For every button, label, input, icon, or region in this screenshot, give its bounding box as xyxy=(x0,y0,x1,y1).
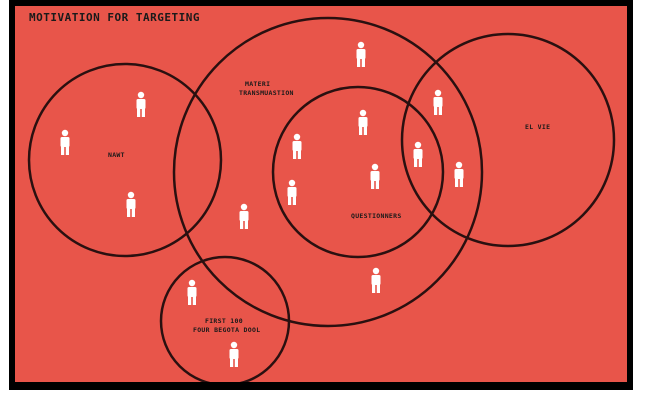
diagram-title: MOTIVATION FOR TARGETING xyxy=(29,11,200,24)
group-label-bottom-line2: FOUR BEGOTA DOOL xyxy=(193,326,260,334)
group-label-left: NAWT xyxy=(108,151,125,159)
group-label-bottom-line1: FIRST 100 xyxy=(205,317,243,325)
diagram-background xyxy=(15,6,627,382)
group-label-center-line2: TRANSMUASTION xyxy=(239,89,294,97)
circle-left xyxy=(27,62,223,258)
venn-diagram: MOTIVATION FOR TARGETING NAWT MATERI TRA… xyxy=(15,6,627,382)
group-label-inner: QUESTIONNERS xyxy=(351,212,402,220)
diagram-panel: MOTIVATION FOR TARGETING NAWT MATERI TRA… xyxy=(15,6,627,382)
circle-right xyxy=(400,32,616,248)
group-label-right: EL VIE xyxy=(525,123,550,131)
group-label-bottom: FIRST 100 FOUR BEGOTA DOOL xyxy=(193,317,260,334)
circle-bottom xyxy=(159,255,291,382)
diagram-frame: MOTIVATION FOR TARGETING NAWT MATERI TRA… xyxy=(9,0,633,390)
circle-inner xyxy=(271,85,445,259)
group-label-center: MATERI TRANSMUASTION xyxy=(239,80,294,97)
circle-center xyxy=(172,16,484,328)
group-label-center-line1: MATERI xyxy=(245,80,270,88)
